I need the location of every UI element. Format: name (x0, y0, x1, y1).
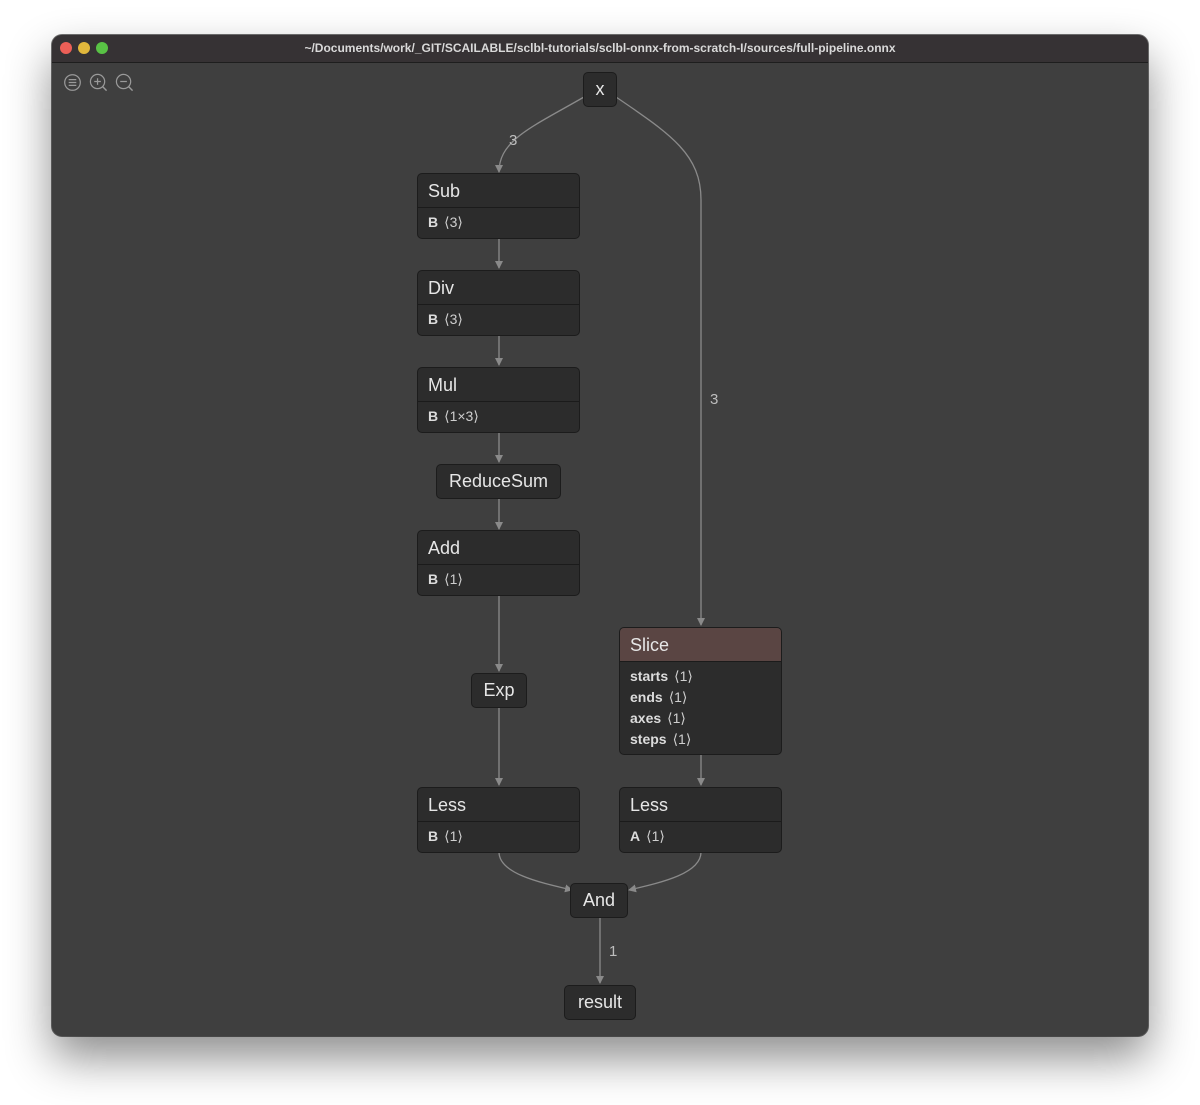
node-title: Less (620, 788, 781, 822)
app-window: ~/Documents/work/_GIT/SCAILABLE/sclbl-tu… (52, 35, 1148, 1036)
node-attribute: ends ⟨1⟩ (630, 687, 771, 708)
node-less-right[interactable]: Less A ⟨1⟩ (619, 787, 782, 853)
close-window-button[interactable] (60, 42, 72, 54)
zoom-out-icon[interactable] (115, 73, 134, 92)
node-less-left[interactable]: Less B ⟨1⟩ (417, 787, 580, 853)
attribute-key: axes (630, 710, 662, 726)
window-title: ~/Documents/work/_GIT/SCAILABLE/sclbl-tu… (304, 41, 896, 55)
node-title: Less (418, 788, 579, 822)
node-exp[interactable]: Exp (471, 673, 527, 708)
title-bar: ~/Documents/work/_GIT/SCAILABLE/sclbl-tu… (52, 35, 1148, 63)
edge-label-x-sub: 3 (509, 132, 518, 149)
attribute-value: ⟨1×3⟩ (444, 408, 479, 424)
node-attribute: B ⟨3⟩ (428, 212, 569, 233)
attribute-key: A (630, 828, 641, 844)
graph-edges (495, 96, 705, 984)
edge-x-slice (615, 96, 705, 626)
node-attribute: A ⟨1⟩ (630, 826, 771, 847)
node-title: Mul (418, 368, 579, 402)
attribute-value: ⟨1⟩ (646, 828, 665, 844)
node-add[interactable]: Add B ⟨1⟩ (417, 530, 580, 596)
attribute-value: ⟨1⟩ (668, 689, 688, 705)
minimize-window-button[interactable] (78, 42, 90, 54)
node-attribute: B ⟨1⟩ (428, 569, 569, 590)
attribute-value: ⟨1⟩ (674, 668, 693, 684)
attribute-value: ⟨3⟩ (444, 311, 463, 327)
edge-less-left-and (498, 851, 573, 893)
node-and[interactable]: And (570, 883, 628, 918)
node-title: Sub (418, 174, 579, 208)
node-attribute: axes ⟨1⟩ (630, 708, 771, 729)
attribute-key: B (428, 311, 439, 327)
node-title: Slice (620, 628, 781, 662)
edge-label-and-result: 1 (609, 943, 618, 960)
graph-input-x[interactable]: x (583, 72, 617, 107)
node-sub[interactable]: Sub B ⟨3⟩ (417, 173, 580, 239)
attribute-key: steps (630, 731, 667, 747)
zoom-in-icon[interactable] (89, 73, 108, 92)
node-slice[interactable]: Slice starts⟨1⟩ ends⟨1⟩ axes⟨1⟩ steps⟨1⟩ (619, 627, 782, 755)
attribute-value: ⟨1⟩ (672, 731, 692, 747)
node-title: Add (418, 531, 579, 565)
attribute-key: B (428, 571, 439, 587)
attribute-value: ⟨3⟩ (444, 214, 463, 230)
edge-label-x-slice: 3 (710, 391, 719, 408)
node-attribute: B ⟨1⟩ (428, 826, 569, 847)
node-title: Div (418, 271, 579, 305)
attribute-key: B (428, 408, 439, 424)
edge-x-sub (495, 96, 585, 173)
node-attribute: starts ⟨1⟩ (630, 666, 771, 687)
node-mul[interactable]: Mul B ⟨1×3⟩ (417, 367, 580, 433)
node-div[interactable]: Div B ⟨3⟩ (417, 270, 580, 336)
edge-less-right-and (628, 851, 702, 893)
node-attribute: B ⟨1×3⟩ (428, 406, 569, 427)
node-attribute: B ⟨3⟩ (428, 309, 569, 330)
attribute-value: ⟨1⟩ (444, 571, 463, 587)
attribute-key: starts (630, 668, 669, 684)
node-attribute: steps ⟨1⟩ (630, 729, 771, 750)
attribute-value: ⟨1⟩ (667, 710, 686, 726)
node-reducesum[interactable]: ReduceSum (436, 464, 561, 499)
attribute-value: ⟨1⟩ (444, 828, 463, 844)
attribute-key: B (428, 828, 439, 844)
maximize-window-button[interactable] (96, 42, 108, 54)
graph-output-result[interactable]: result (564, 985, 636, 1020)
attribute-key: B (428, 214, 439, 230)
sidebar-icon[interactable] (63, 73, 82, 92)
attribute-key: ends (630, 689, 663, 705)
